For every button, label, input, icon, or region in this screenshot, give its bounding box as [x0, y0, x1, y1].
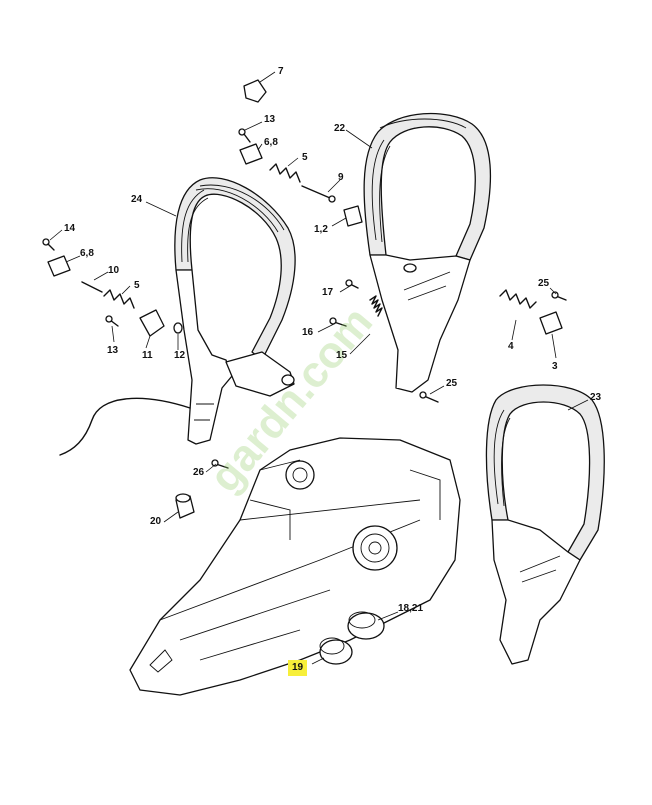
part-1-2-nut[interactable]: [343, 205, 363, 227]
label-5-left[interactable]: 5: [134, 280, 140, 291]
label-13-left[interactable]: 13: [107, 345, 119, 356]
label-15[interactable]: 15: [336, 350, 348, 361]
label-17[interactable]: 17: [322, 287, 334, 298]
label-6-8-left[interactable]: 6,8: [80, 248, 94, 259]
part-5a-spring[interactable]: [269, 163, 301, 183]
label-3[interactable]: 3: [552, 361, 558, 372]
handlebar-22[interactable]: [363, 112, 492, 393]
part-9-pin[interactable]: [301, 185, 336, 203]
label-7[interactable]: 7: [278, 66, 284, 77]
part-6-8a-clamp[interactable]: [239, 143, 263, 165]
label-10[interactable]: 10: [108, 265, 120, 276]
label-16[interactable]: 16: [302, 327, 314, 338]
part-25a-screw[interactable]: [551, 291, 567, 301]
part-3-cap[interactable]: [539, 311, 563, 335]
part-16-screw[interactable]: [329, 317, 347, 327]
part-11-bracket[interactable]: [139, 309, 165, 337]
label-25-middle[interactable]: 25: [446, 378, 458, 389]
part-18-21-plug[interactable]: [347, 611, 385, 640]
label-24[interactable]: 24: [131, 194, 143, 205]
label-1-2[interactable]: 1,2: [314, 224, 328, 235]
part-14-screw[interactable]: [42, 238, 55, 251]
engine-housing[interactable]: [129, 437, 461, 696]
handlebar-24[interactable]: [174, 177, 296, 445]
label-12[interactable]: 12: [174, 350, 186, 361]
part-13a-screw[interactable]: [238, 128, 251, 143]
label-9[interactable]: 9: [338, 172, 344, 183]
part-6-8b-clamp[interactable]: [47, 255, 71, 277]
part-7[interactable]: [243, 79, 267, 103]
handlebar-23[interactable]: [485, 384, 605, 665]
label-11[interactable]: 11: [142, 350, 153, 361]
part-25b-screw[interactable]: [419, 391, 439, 403]
part-13b-screw[interactable]: [105, 315, 119, 327]
part-19-grommet[interactable]: [319, 637, 353, 665]
label-13-top[interactable]: 13: [264, 114, 276, 125]
label-18-21[interactable]: 18,21: [398, 603, 424, 614]
label-6-8-top[interactable]: 6,8: [264, 137, 278, 148]
part-17-screw[interactable]: [345, 279, 359, 289]
label-19-highlighted[interactable]: 19: [288, 660, 308, 676]
part-10-pin[interactable]: [81, 281, 103, 293]
label-22[interactable]: 22: [334, 123, 346, 134]
part-20-bushing[interactable]: [175, 493, 195, 519]
label-25-right[interactable]: 25: [538, 278, 550, 289]
part-5b-spring[interactable]: [103, 289, 135, 309]
label-5-top[interactable]: 5: [302, 152, 308, 163]
label-26[interactable]: 26: [193, 467, 205, 478]
part-12-washer[interactable]: [173, 322, 183, 334]
label-14[interactable]: 14: [64, 223, 76, 234]
label-20[interactable]: 20: [150, 516, 162, 527]
throttle-cable: [59, 397, 191, 456]
leader-lines: [49, 71, 589, 665]
part-26-screw[interactable]: [211, 459, 229, 469]
label-23[interactable]: 23: [590, 392, 602, 403]
part-4-spring[interactable]: [499, 289, 537, 309]
part-15-spring[interactable]: [369, 295, 383, 317]
label-4[interactable]: 4: [508, 341, 514, 352]
